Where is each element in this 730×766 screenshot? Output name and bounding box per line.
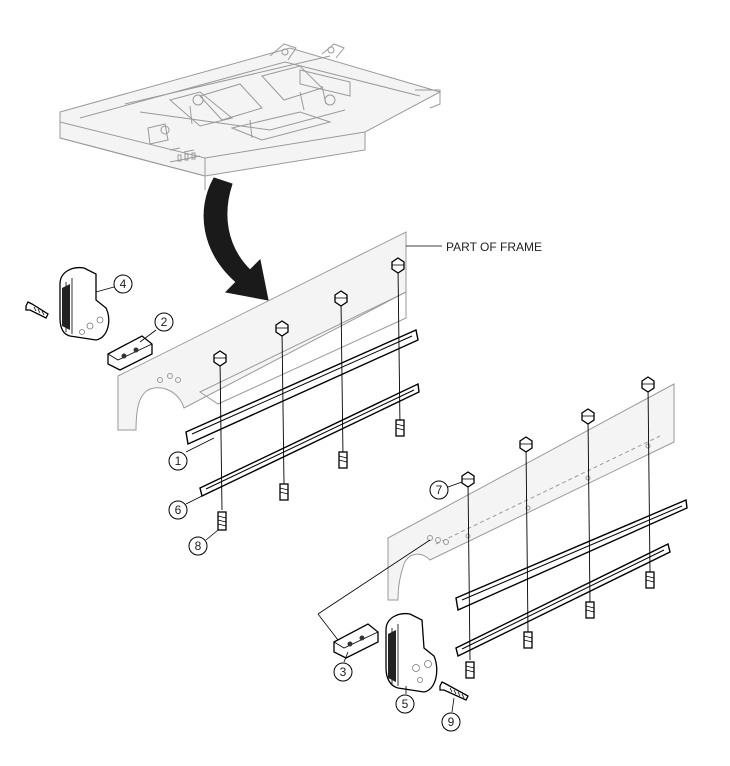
svg-text:6: 6 — [175, 503, 182, 517]
callout-5: 5 — [395, 686, 415, 714]
wear-strip-right — [455, 498, 688, 612]
callout-8: 8 — [188, 529, 219, 556]
svg-text:5: 5 — [402, 697, 409, 711]
left-fasteners — [213, 257, 405, 531]
carriage-bolt — [585, 601, 595, 619]
svg-text:8: 8 — [195, 539, 202, 553]
svg-text:9: 9 — [448, 715, 455, 729]
bolt-left — [25, 301, 49, 319]
wear-strip-backing-left — [199, 382, 420, 498]
side-guard-right — [385, 612, 438, 693]
frame-assembly-ghost — [59, 43, 442, 190]
carriage-bolt — [279, 483, 289, 501]
hex-nut — [334, 290, 348, 307]
frame-label: PART OF FRAME — [446, 240, 542, 254]
hex-nut — [391, 257, 405, 274]
frame-plate-right — [387, 383, 675, 601]
carriage-bolt — [465, 661, 475, 679]
hex-nut — [519, 436, 533, 453]
bracket-leader — [317, 539, 431, 615]
carriage-bolt — [523, 631, 533, 649]
mount-bracket-right — [333, 623, 379, 659]
svg-text:1: 1 — [175, 454, 182, 468]
callout-1: 1 — [168, 437, 215, 471]
frame-plate-left — [117, 231, 407, 431]
callout-9: 9 — [441, 697, 461, 732]
svg-text:4: 4 — [120, 277, 127, 291]
callout-2: 2 — [139, 312, 174, 343]
hex-nut — [213, 350, 227, 367]
right-fasteners — [461, 376, 655, 679]
hex-nut — [641, 376, 655, 393]
svg-text:2: 2 — [161, 315, 168, 329]
side-guard-left — [59, 266, 110, 341]
mount-bracket-left — [107, 335, 153, 371]
wear-strip-left — [185, 329, 419, 446]
svg-text:7: 7 — [436, 483, 443, 497]
hex-nut — [275, 320, 289, 337]
bolt-right — [439, 681, 469, 701]
direction-arrow — [203, 177, 269, 301]
carriage-bolt — [645, 571, 655, 589]
callout-7: 7 — [429, 480, 463, 500]
carriage-bolt — [217, 511, 227, 531]
callout-4: 4 — [95, 274, 133, 294]
callout-6: 6 — [168, 489, 215, 520]
svg-text:3: 3 — [340, 665, 347, 679]
hex-nut — [461, 471, 475, 488]
carriage-bolt — [395, 419, 405, 437]
wear-strip-backing-right — [455, 542, 671, 658]
carriage-bolt — [338, 451, 348, 469]
callout-3: 3 — [333, 651, 353, 682]
hex-nut — [581, 408, 595, 425]
